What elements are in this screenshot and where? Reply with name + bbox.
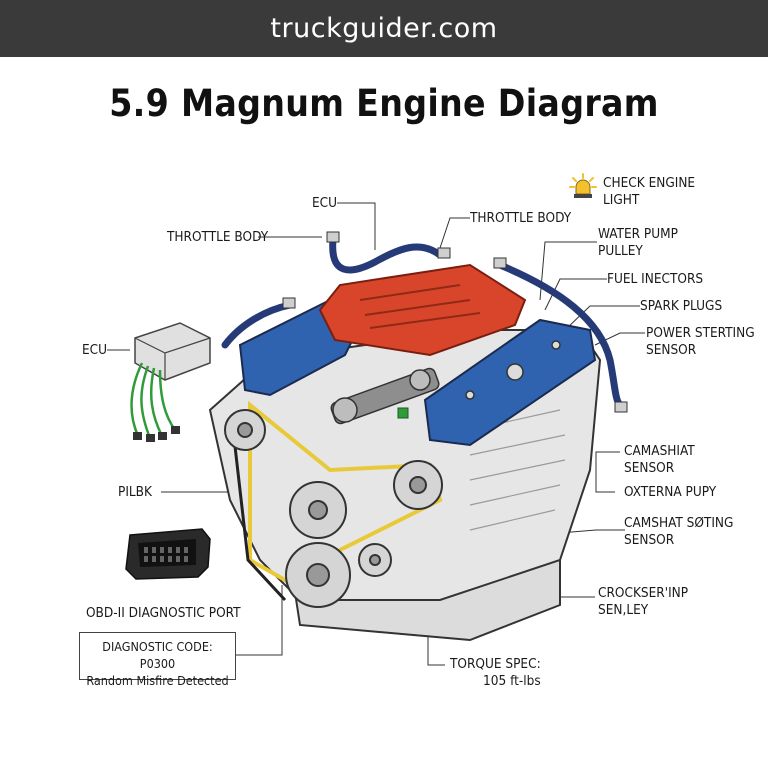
obd-port-icon bbox=[125, 528, 211, 580]
throttle-body-right-label: THROTTLE BODY bbox=[470, 210, 572, 226]
header-bar: truckguider.com bbox=[0, 0, 768, 57]
fuel-injectors-label: FUEL INECTORS bbox=[607, 271, 704, 287]
obd-port-label: OBD-II DIAGNOSTIC PORT bbox=[86, 605, 241, 621]
external-pupy-label: OXTERNA PUPY bbox=[624, 484, 717, 500]
spark-plugs-label: SPARK PLUGS bbox=[640, 298, 723, 314]
diagnostic-code-box: DIAGNOSTIC CODE: P0300 Random Misfire De… bbox=[79, 632, 236, 688]
throttle-body-left-label: THROTTLE BODY bbox=[167, 229, 269, 245]
site-name[interactable]: truckguider.com bbox=[270, 13, 498, 44]
ecu-left-label: ECU bbox=[82, 342, 108, 358]
ecu-top-label: ECU bbox=[312, 195, 338, 211]
diagnostic-description: Random Misfire Detected bbox=[86, 673, 229, 688]
check-engine-light-icon bbox=[569, 173, 597, 198]
torque-spec-label: TORQUE SPEC:105 ft-lbs bbox=[450, 656, 541, 689]
diagnostic-code: DIAGNOSTIC CODE: P0300 bbox=[102, 639, 213, 671]
pilbk-label: PILBK bbox=[118, 484, 152, 500]
page-title: 5.9 Magnum Engine Diagram bbox=[109, 82, 659, 125]
ecu-module-icon bbox=[130, 322, 211, 442]
